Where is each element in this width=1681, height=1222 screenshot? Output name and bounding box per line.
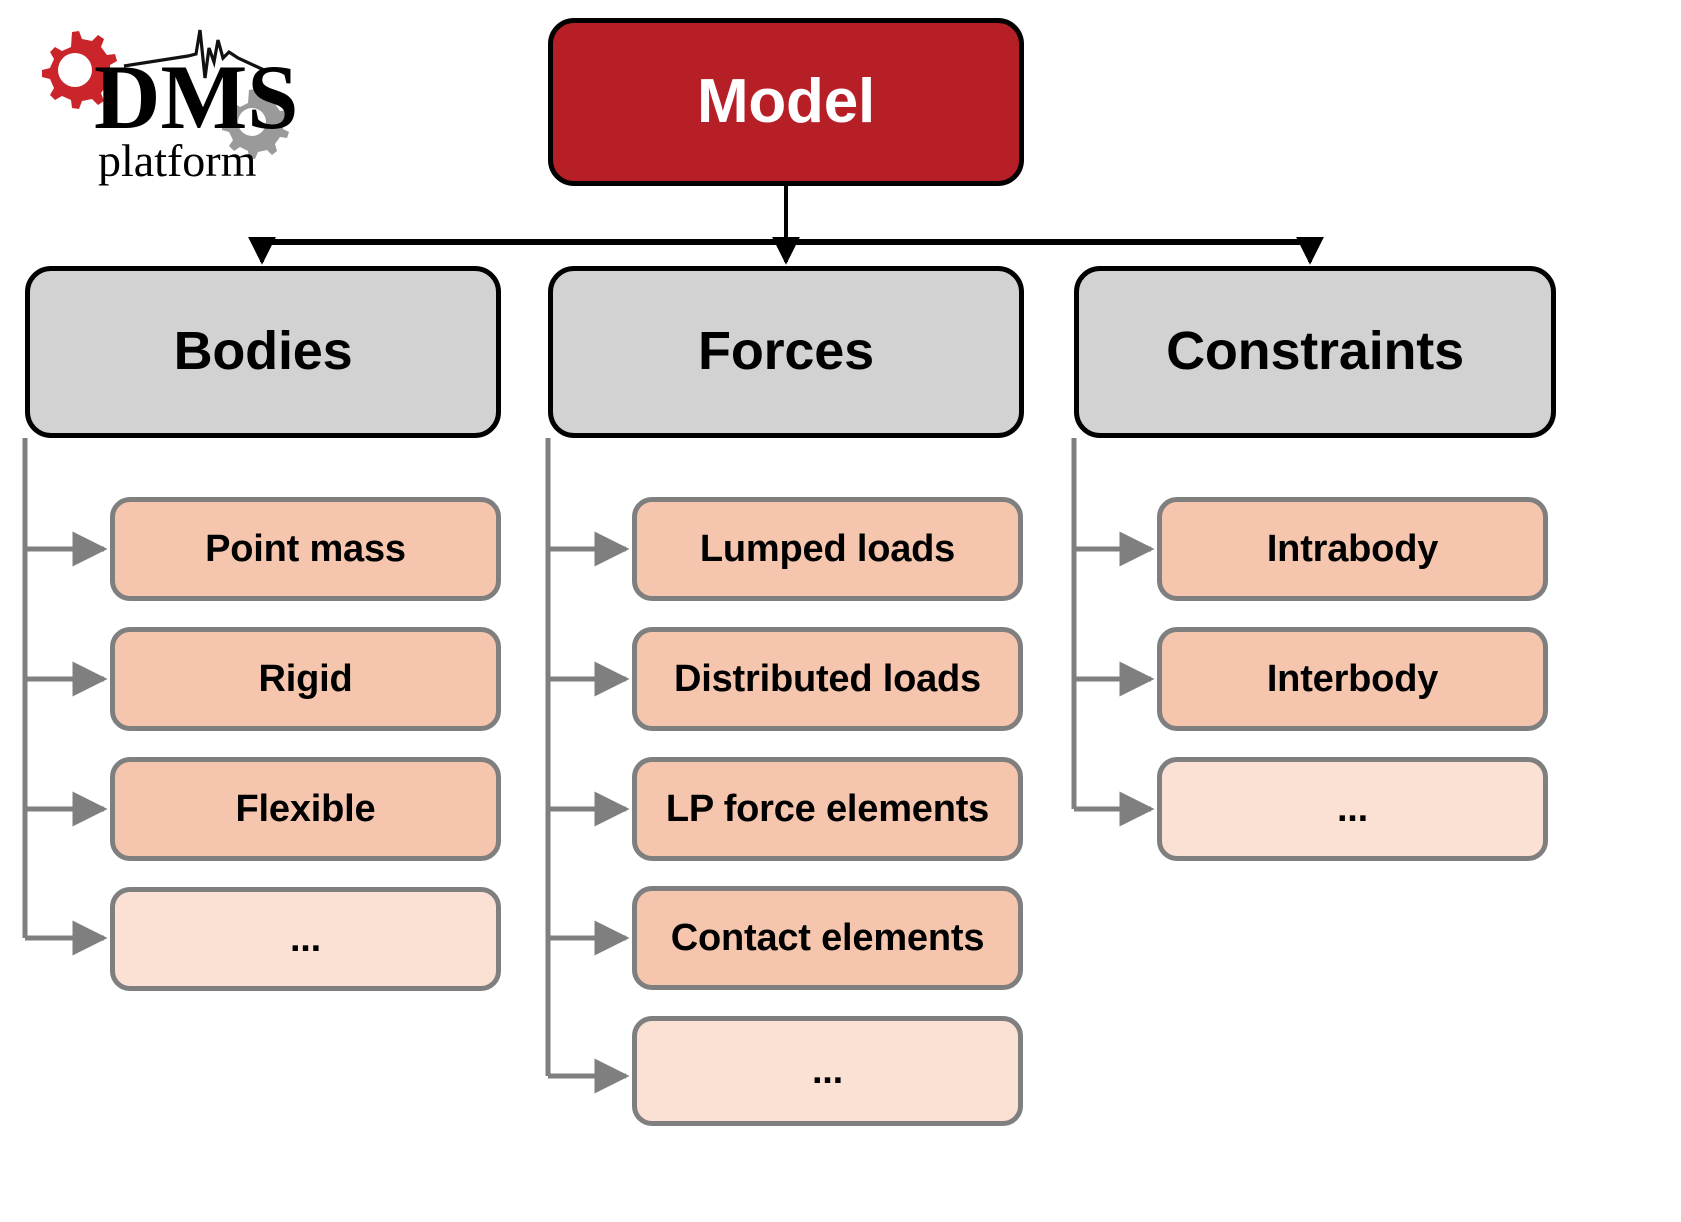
- node-flexible[interactable]: Flexible: [110, 757, 501, 861]
- node-bodies[interactable]: Bodies: [25, 266, 501, 438]
- node-model[interactable]: Model: [548, 18, 1024, 186]
- node-interbody[interactable]: Interbody: [1157, 627, 1548, 731]
- forces-connector-group: [545, 438, 630, 1094]
- node-lp-force-elements[interactable]: LP force elements: [632, 757, 1023, 861]
- node-bodies-more-label: ...: [289, 917, 322, 960]
- logo-brand-text: DMS: [94, 46, 298, 148]
- node-constraints-more[interactable]: ...: [1157, 757, 1548, 861]
- node-distributed-loads-label: Distributed loads: [674, 657, 981, 700]
- node-interbody-label: Interbody: [1266, 657, 1439, 700]
- node-forces-more[interactable]: ...: [632, 1016, 1023, 1126]
- node-intrabody[interactable]: Intrabody: [1157, 497, 1548, 601]
- node-forces[interactable]: Forces: [548, 266, 1024, 438]
- node-contact-elements[interactable]: Contact elements: [632, 886, 1023, 990]
- node-lp-force-elements-label: LP force elements: [665, 787, 990, 830]
- constraints-connector-group: [1071, 438, 1155, 827]
- logo-subtitle-text: platform: [98, 135, 257, 186]
- node-forces-more-label: ...: [811, 1049, 844, 1092]
- node-flexible-label: Flexible: [235, 787, 376, 830]
- node-point-mass[interactable]: Point mass: [110, 497, 501, 601]
- gear-red-icon: [42, 31, 117, 109]
- node-point-mass-label: Point mass: [205, 527, 406, 570]
- node-intrabody-label: Intrabody: [1266, 527, 1439, 570]
- node-constraints[interactable]: Constraints: [1074, 266, 1556, 438]
- node-distributed-loads[interactable]: Distributed loads: [632, 627, 1023, 731]
- dms-platform-logo: DMS platform: [28, 18, 328, 188]
- node-rigid[interactable]: Rigid: [110, 627, 501, 731]
- node-model-label: Model: [696, 67, 876, 137]
- root-connector-group: [248, 186, 1324, 265]
- gear-gray-icon: [222, 89, 289, 159]
- node-bodies-label: Bodies: [173, 321, 353, 382]
- bodies-connector-group: [22, 438, 108, 956]
- node-contact-elements-label: Contact elements: [670, 916, 985, 959]
- node-bodies-more[interactable]: ...: [110, 887, 501, 991]
- node-rigid-label: Rigid: [258, 657, 353, 700]
- node-constraints-more-label: ...: [1336, 787, 1369, 830]
- node-forces-label: Forces: [698, 321, 874, 382]
- node-lumped-loads-label: Lumped loads: [699, 527, 956, 570]
- node-lumped-loads[interactable]: Lumped loads: [632, 497, 1023, 601]
- node-constraints-label: Constraints: [1166, 321, 1464, 382]
